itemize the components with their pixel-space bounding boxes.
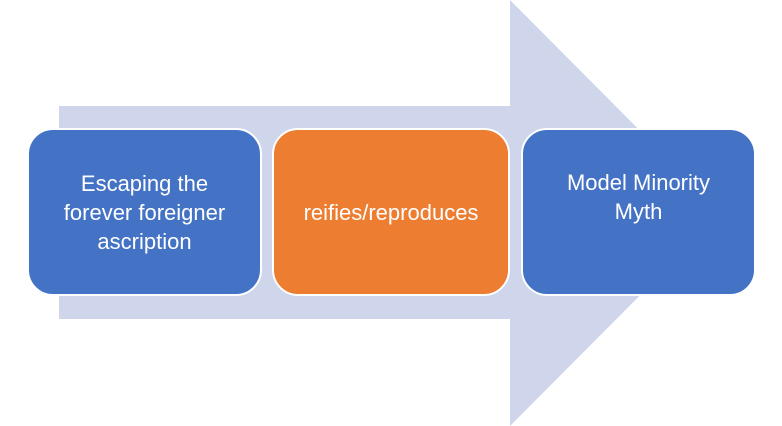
step-box-escaping-forever-foreigner: Escaping the forever foreigner ascriptio… <box>27 128 262 296</box>
step-text-line: forever foreigner <box>63 199 226 225</box>
step-box-model-minority-myth: Model Minority Myth <box>521 128 756 296</box>
step-text-line: reifies/reproduces <box>303 199 479 225</box>
step-text: Escaping the forever foreigner ascriptio… <box>64 169 225 256</box>
step-text-line: ascription <box>97 228 192 254</box>
step-text-line: Myth <box>614 199 663 224</box>
step-text: reifies/reproduces <box>304 198 479 227</box>
step-box-reifies-reproduces: reifies/reproduces <box>272 128 510 296</box>
step-text-line: Model Minority <box>566 170 711 195</box>
step-text: Model Minority Myth <box>567 168 710 226</box>
step-text-line: Escaping the <box>80 170 209 196</box>
